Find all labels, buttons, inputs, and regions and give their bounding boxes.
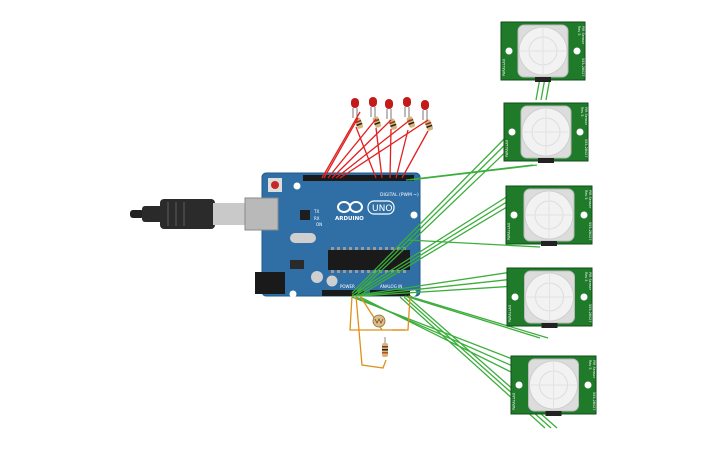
pir-part-number: 555-28027: [581, 58, 585, 76]
led: [421, 100, 429, 120]
pir-maker: PARALLAX: [502, 58, 506, 76]
pir-title: PIR Sensor: [584, 107, 588, 126]
led-array: [351, 97, 434, 131]
power-jack: [255, 272, 285, 294]
reset-button[interactable]: [271, 181, 279, 189]
pir-subtitle: Rev 5: [588, 360, 592, 370]
pir-title: PIR Sensor: [588, 272, 592, 291]
pir-part-number: 555-28027: [584, 139, 588, 157]
brand-label: ARDUINO: [335, 216, 364, 222]
arduino-logo: [337, 201, 363, 213]
led: [369, 97, 377, 117]
led: [385, 99, 393, 119]
on-label: ON: [316, 222, 322, 227]
led-resistor: [424, 119, 434, 131]
power-label: POWER: [340, 284, 355, 289]
pir-maker: PARALLAX: [512, 392, 516, 410]
pir-part-number: 555-28027: [592, 392, 596, 410]
pir-subtitle: Rev 5: [580, 107, 584, 117]
pir-subtitle: Rev 5: [584, 272, 588, 282]
pir-title: PIR Sensor: [581, 26, 585, 45]
analog-label: ANALOG IN: [380, 284, 402, 289]
microcontroller-chip: [328, 250, 410, 270]
rx-label: RX: [314, 216, 320, 221]
digital-header: [303, 175, 414, 181]
digital-label: DIGITAL (PWM ~): [380, 192, 419, 198]
pir-part-number: 555-28027: [588, 304, 592, 322]
uno-badge: [367, 200, 395, 215]
power-header: [322, 290, 364, 296]
pir-maker: PARALLAX: [507, 222, 511, 240]
green-wires: [351, 77, 558, 429]
pir-part-number: 555-28027: [588, 222, 592, 240]
pir-maker: PARALLAX: [505, 139, 509, 157]
pir-subtitle: Rev 5: [577, 26, 581, 36]
red-wires: [321, 111, 429, 179]
pir-subtitle: Rev 5: [584, 190, 588, 200]
arduino-uno-board[interactable]: DIGITAL (PWM ~) ARDUINO TX RX ON POWER A…: [244, 172, 421, 298]
led-resistor: [388, 118, 398, 130]
resistor: [382, 337, 388, 357]
analog-header: [370, 290, 410, 296]
model-label: UNO: [372, 204, 392, 214]
usb-cable: [130, 199, 245, 229]
led: [403, 97, 411, 117]
pir-title: PIR Sensor: [592, 360, 596, 379]
photoresistor: [372, 314, 386, 328]
tx-label: TX: [313, 209, 319, 214]
usb-jack: [244, 197, 279, 231]
pir-maker: PARALLAX: [508, 304, 512, 322]
pir-title: PIR Sensor: [588, 190, 592, 209]
